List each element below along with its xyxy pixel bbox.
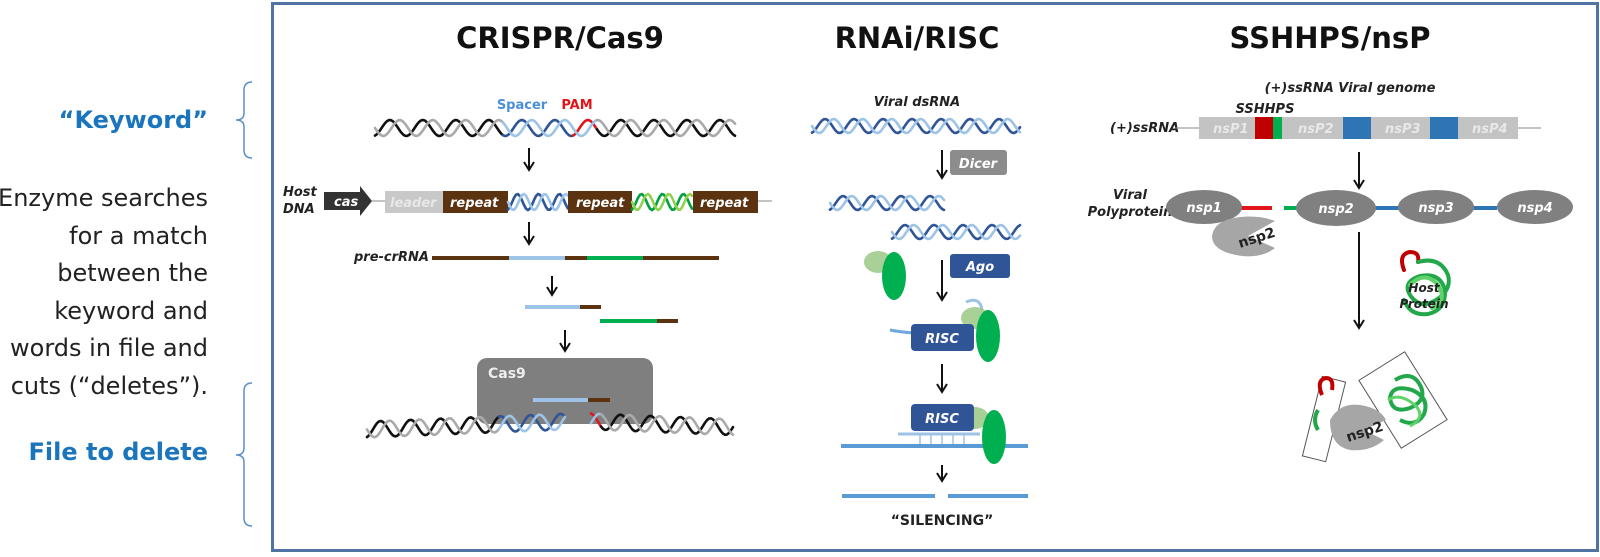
ago-label: Ago	[965, 260, 994, 275]
arrow-down-icon	[523, 235, 535, 246]
description-line: between the	[57, 259, 208, 287]
arrow-down-icon	[559, 342, 571, 353]
ssrna-label: (+)ssRNA	[1110, 121, 1179, 136]
pre-crrna-label: pre-crRNA	[353, 250, 429, 265]
leader-label: leader	[390, 196, 438, 211]
silencing-label: “SILENCING”	[891, 513, 994, 529]
sshhps-site-green	[1273, 117, 1282, 139]
viral-dsrna-label: Viral dsRNA	[874, 95, 960, 110]
host-dna-label: Host	[283, 185, 318, 200]
host-dna-label: DNA	[283, 202, 315, 217]
spacer-helix	[506, 192, 570, 212]
risc-label: RISC	[925, 412, 959, 427]
cas-gene-arrow	[324, 186, 372, 216]
leader-block	[385, 191, 443, 213]
nsp2-protein	[1296, 190, 1376, 226]
genome-label: (+)ssRNA Viral genome	[1265, 81, 1436, 96]
protein-label: nsp4	[1517, 201, 1552, 216]
sshhps-title: SSHHPS/nsP	[1230, 21, 1431, 55]
spacer-helix-green	[630, 192, 694, 212]
ago-box	[950, 254, 1010, 278]
polyprotein-label: Viral	[1113, 188, 1147, 203]
segment-label: nsP3	[1385, 122, 1421, 137]
description-line: cuts (“deletes”).	[10, 371, 208, 400]
ago-protein	[882, 252, 906, 300]
file-to-delete-label: File to delete	[28, 438, 208, 466]
arrow-down-icon	[936, 169, 948, 180]
arrow-down-icon	[936, 383, 948, 394]
segment-label: nsP2	[1298, 122, 1334, 137]
keyword-label: “Keyword”	[58, 106, 208, 134]
host-protein-label: Host	[1408, 281, 1440, 295]
description-line: keyword and	[54, 296, 208, 325]
sirna-helix	[890, 223, 1022, 241]
arrow-down-icon	[936, 291, 948, 302]
cleavage-site	[1343, 117, 1371, 139]
dicer-box	[950, 150, 1007, 175]
host-protein-label: Protein	[1399, 297, 1448, 311]
risc-box	[911, 324, 974, 351]
segment-label: nsP1	[1213, 122, 1249, 137]
spacer-label: Spacer	[497, 98, 548, 113]
base-pairs	[919, 434, 965, 445]
protein-label: nsp3	[1418, 201, 1453, 216]
repeat-label: repeat	[576, 196, 625, 211]
repeat-block	[443, 191, 508, 213]
arrow-down-icon	[546, 286, 558, 297]
crispr-title: CRISPR/Cas9	[456, 21, 664, 55]
diagram-frame	[271, 2, 1599, 552]
arrow-down-icon	[1353, 319, 1365, 330]
cleaved-complex: nsp2	[1301, 351, 1448, 463]
cleavage-site	[1430, 117, 1458, 139]
repeat-block	[693, 191, 758, 213]
description-text: Enzyme searches for a match between the …	[0, 180, 208, 405]
nsp1-protein	[1166, 190, 1242, 224]
cas9-label: Cas9	[488, 366, 526, 382]
file-bracket	[235, 382, 253, 527]
nsp4-protein	[1497, 190, 1573, 224]
repeat-label: repeat	[700, 196, 749, 211]
risc-label: RISC	[925, 332, 959, 347]
viral-dsrna-helix	[810, 117, 1022, 135]
nsp2-protease	[1212, 216, 1275, 257]
cas9-protein	[477, 358, 653, 424]
repeat-label: repeat	[450, 196, 499, 211]
description-line: for a match	[69, 221, 208, 250]
keyword-bracket	[235, 81, 253, 159]
arrow-down-icon	[936, 472, 948, 483]
host-protein	[1400, 249, 1451, 317]
sshhps-label: SSHHPS	[1236, 102, 1295, 117]
risc-box	[911, 404, 974, 431]
description-line: Enzyme searches	[0, 184, 208, 212]
protein-label: nsp1	[1186, 201, 1221, 216]
dicer-label: Dicer	[959, 157, 999, 172]
target-dna-helix	[373, 118, 737, 138]
description-line: words in file and	[10, 334, 208, 362]
protein-label: nsp2	[1318, 202, 1353, 217]
nsp3-protein	[1398, 190, 1474, 224]
ago-protein	[976, 310, 1000, 362]
rnai-title: RNAi/RISC	[835, 21, 1000, 55]
segment-label: nsP4	[1472, 122, 1508, 137]
repeat-block	[568, 191, 632, 213]
arrow-head-icon	[523, 161, 535, 172]
cut-dna-helix	[365, 412, 735, 439]
sshhps-site-red	[1255, 117, 1273, 139]
pam-label: PAM	[561, 98, 592, 113]
polyprotein-label: Polyprotein	[1088, 205, 1173, 220]
arrow-down-icon	[1353, 179, 1365, 190]
cas-label: cas	[334, 195, 358, 210]
ago-protein	[982, 410, 1006, 464]
sirna-helix	[828, 194, 946, 212]
